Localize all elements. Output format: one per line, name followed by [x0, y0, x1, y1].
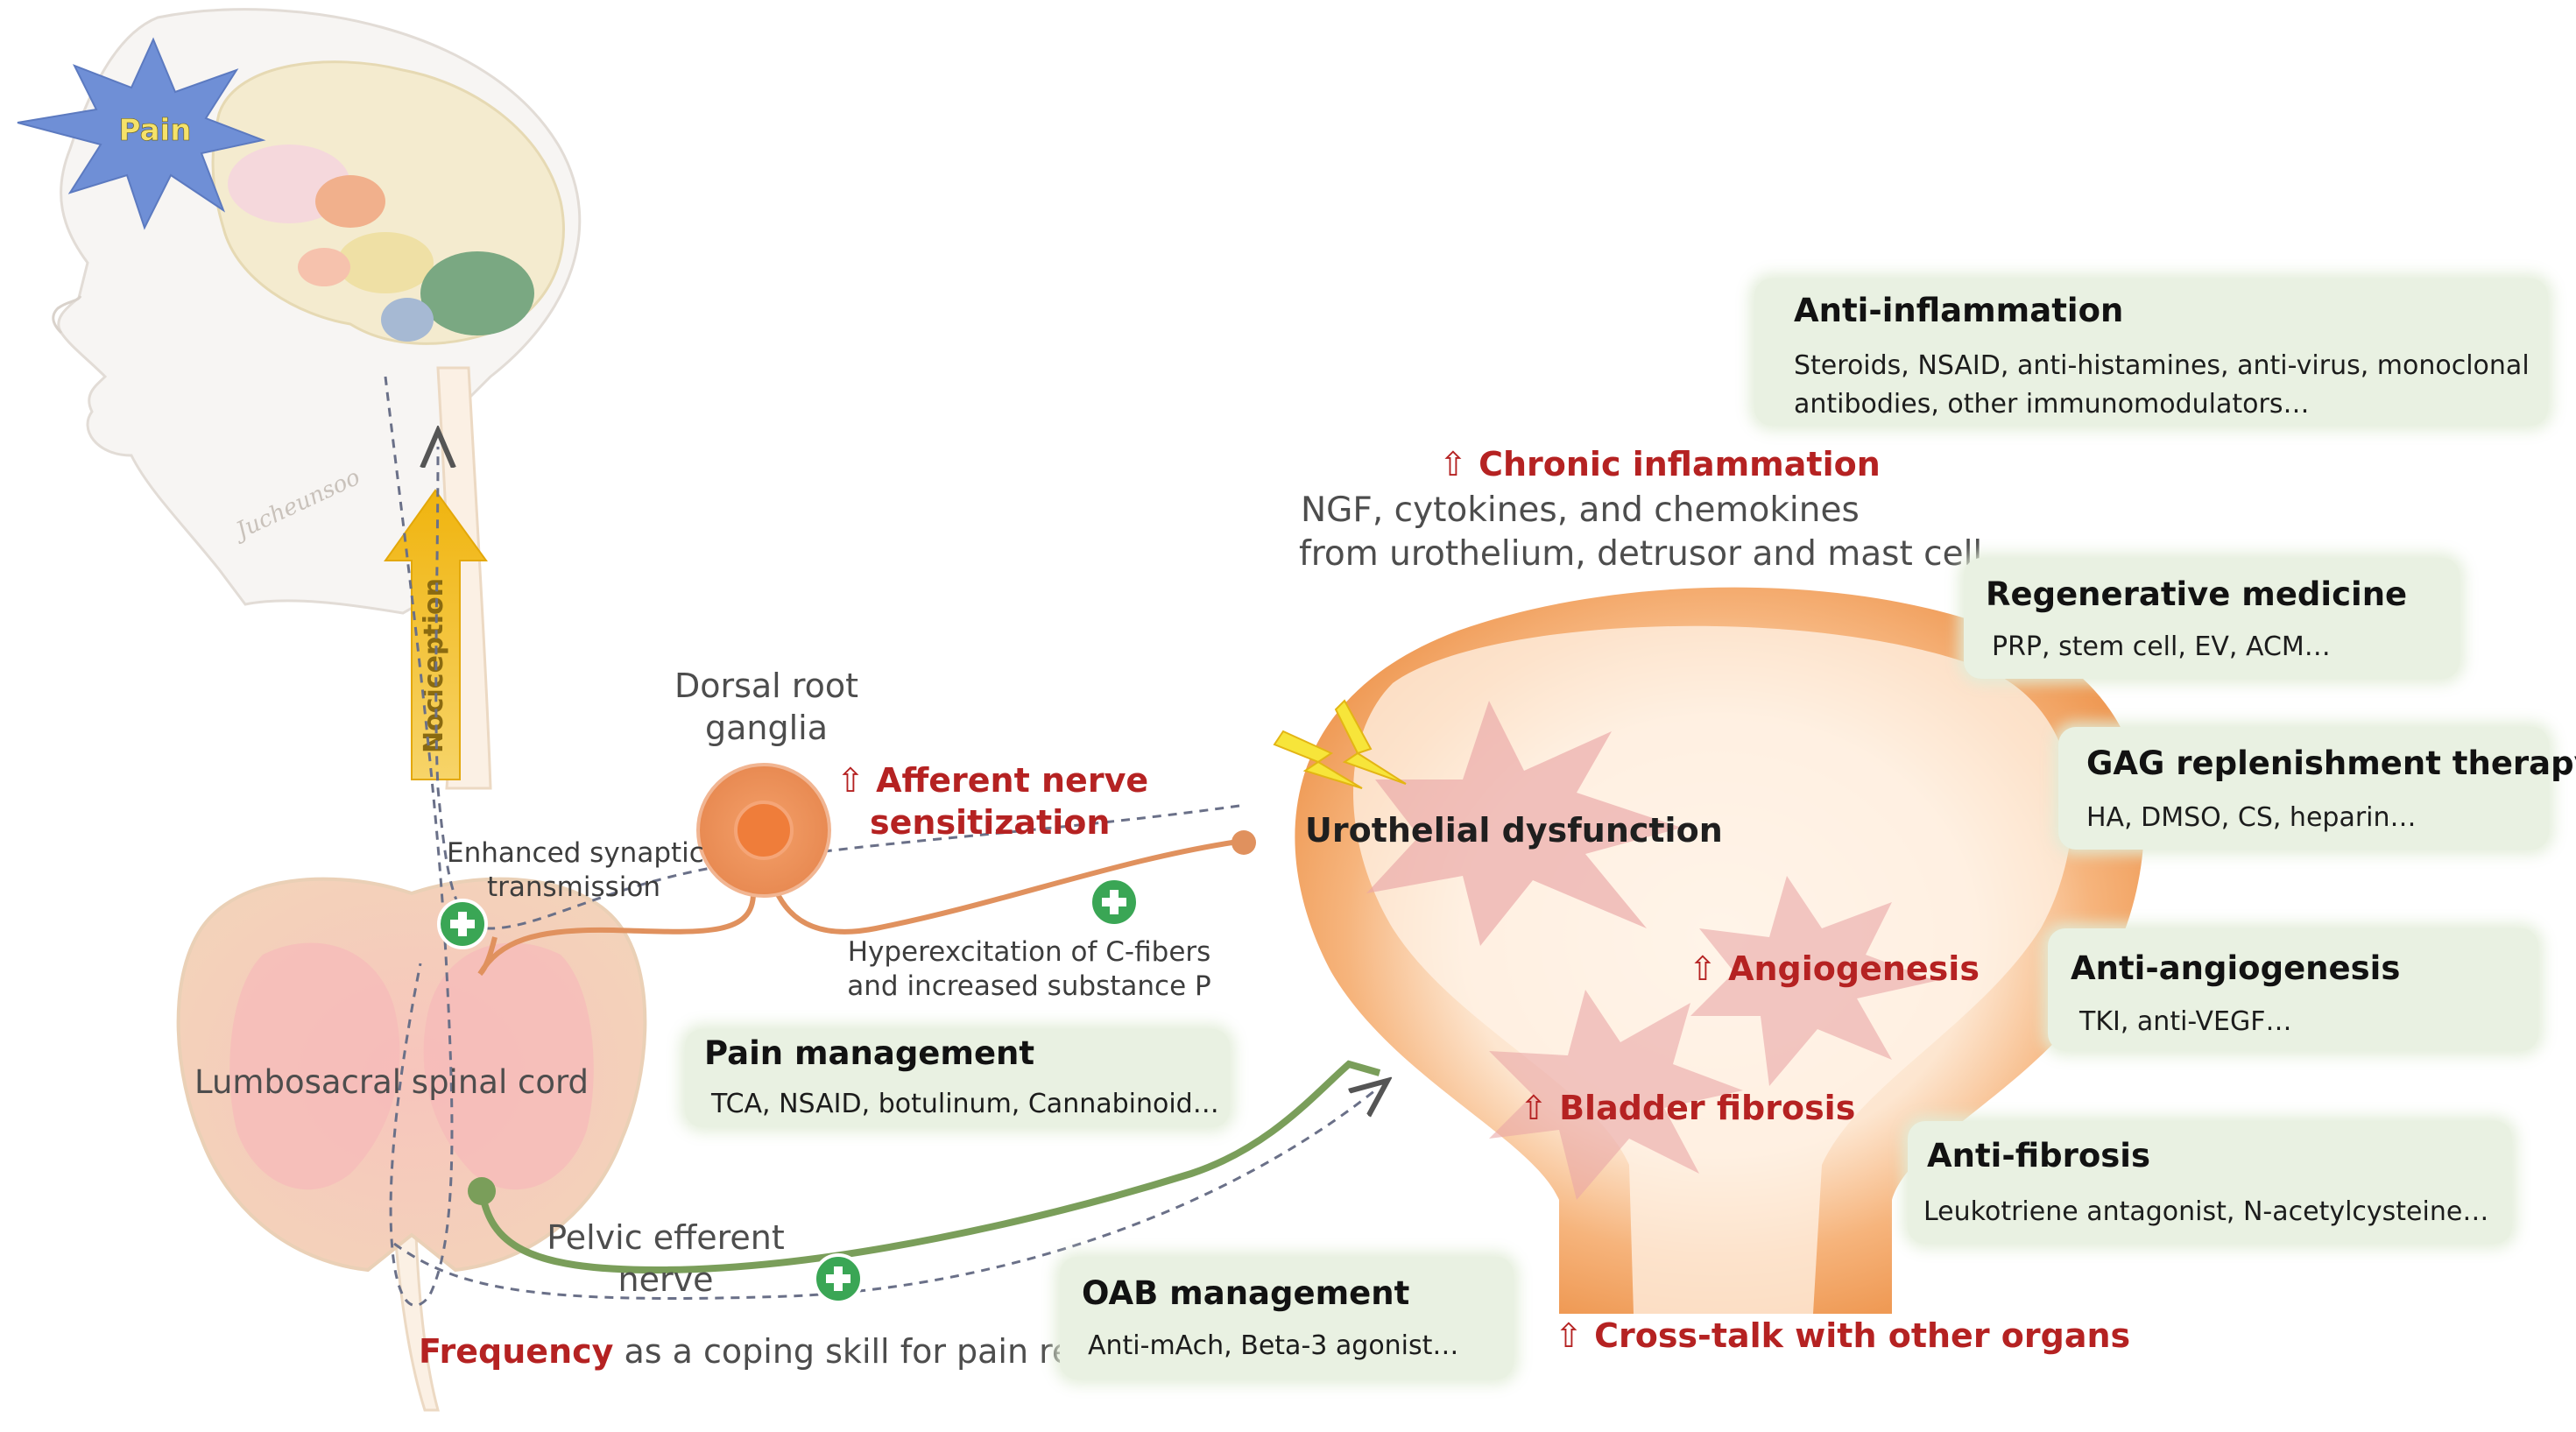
afferent-label-line2: sensitization — [870, 802, 1111, 842]
afferent-branch — [477, 936, 498, 977]
brain-pathway-dashed — [384, 376, 454, 1307]
enhanced-synaptic-label: Enhanced synaptic transmission — [447, 836, 704, 905]
fibrosis-star — [1489, 990, 1743, 1200]
pelvic-label-line1: Pelvic efferent — [547, 1218, 785, 1257]
box-body: Steroids, NSAID, anti-histamines, anti-v… — [1794, 347, 2530, 423]
box-body: PRP, stem cell, EV, ACM… — [1992, 628, 2331, 667]
lightning-icon — [1334, 699, 1407, 785]
efferent-nerve-origin — [468, 1177, 496, 1205]
plus-icon — [813, 1253, 864, 1304]
ngf-label: NGF, cytokines, and chemokines from urot… — [1299, 489, 1982, 576]
enhanced-label-line2: transmission — [486, 871, 661, 903]
enhanced-label-line1: Enhanced synaptic — [447, 837, 704, 869]
frequency-bold: Frequency — [419, 1332, 614, 1371]
afferent-nerve-terminal — [1232, 830, 1256, 855]
box-body: TCA, NSAID, botulinum, Cannabinoid… — [711, 1085, 1219, 1124]
box-title: Pain management — [704, 1034, 1035, 1072]
up-arrow-icon: ⇧ — [1439, 445, 1467, 483]
gag-replenishment-box: GAG replenishment therapy HA, DMSO, CS, … — [2058, 727, 2576, 850]
bladder-fibrosis-label: ⇧ Bladder fibrosis — [1520, 1088, 1855, 1130]
box-line: PRP, stem cell, EV, ACM… — [1992, 631, 2331, 662]
box-line: Leukotriene antagonist, N-acetylcysteine… — [1923, 1196, 2489, 1227]
pain-label: Pain — [119, 113, 192, 148]
box-title: Anti-fibrosis — [1927, 1137, 2151, 1175]
drg-label-line1: Dorsal root — [674, 667, 859, 705]
hyperexcitation-line2: and increased substance P — [847, 970, 1211, 1002]
afferent-label-text1: Afferent nerve — [876, 761, 1149, 800]
box-line: Steroids, NSAID, anti-histamines, anti-v… — [1794, 350, 2530, 381]
hyperexcitation-label: Hyperexcitation of C-fibers and increase… — [836, 935, 1222, 1004]
spinal-cord-label: Lumbosacral spinal cord — [194, 1063, 589, 1101]
box-body: Leukotriene antagonist, N-acetylcysteine… — [1923, 1193, 2488, 1231]
up-arrow-icon: ⇧ — [1555, 1316, 1583, 1355]
sensory-pathway-dashed — [436, 447, 1240, 930]
up-arrow-icon: ⇧ — [1689, 949, 1717, 988]
crosstalk-text: Cross-talk with other organs — [1594, 1316, 2131, 1355]
pain-management-box: Pain management TCA, NSAID, botulinum, C… — [685, 1029, 1230, 1127]
box-title: GAG replenishment therapy — [2086, 744, 2576, 782]
ngf-line1: NGF, cytokines, and chemokines — [1301, 490, 1860, 530]
angiogenesis-text: Angiogenesis — [1728, 949, 1980, 988]
pelvic-label-line2: nerve — [618, 1259, 714, 1299]
anti-fibrosis-box: Anti-fibrosis Leukotriene antagonist, N-… — [1908, 1121, 2512, 1244]
up-arrow-icon: ⇧ — [1520, 1089, 1548, 1127]
pain-star-icon — [17, 37, 266, 230]
chronic-inflammation-text: Chronic inflammation — [1479, 445, 1881, 483]
box-line: TKI, anti-VEGF… — [2079, 1006, 2292, 1037]
fibrosis-text: Bladder fibrosis — [1559, 1089, 1856, 1127]
box-body: HA, DMSO, CS, heparin… — [2086, 799, 2417, 837]
afferent-label-line1: ⇧ Afferent nerve — [836, 760, 1148, 802]
box-line: TCA, NSAID, botulinum, Cannabinoid… — [711, 1089, 1219, 1119]
box-title: OAB management — [1082, 1274, 1410, 1312]
box-line: Anti-mAch, Beta-3 agonist… — [1088, 1330, 1459, 1361]
drg-label: Dorsal root ganglia — [661, 666, 872, 749]
box-title: Anti-inflammation — [1794, 292, 2124, 329]
frequency-label: Frequency as a coping skill for pain rel… — [419, 1331, 1123, 1373]
box-title: Anti-angiogenesis — [2071, 949, 2401, 987]
brain — [211, 60, 565, 345]
dorsal-root-ganglion — [696, 763, 831, 898]
hyperexcitation-line1: Hyperexcitation of C-fibers — [847, 936, 1211, 968]
anti-angiogenesis-box: Anti-angiogenesis TKI, anti-VEGF… — [2048, 928, 2538, 1051]
urothelial-dysfunction-star — [1366, 701, 1682, 946]
box-body: TKI, anti-VEGF… — [2079, 1003, 2291, 1041]
crosstalk-label: ⇧ Cross-talk with other organs — [1555, 1316, 2130, 1358]
frequency-rest: as a coping skill for pain relief — [613, 1332, 1124, 1371]
box-title: Regenerative medicine — [1986, 575, 2408, 613]
efferent-nerve — [478, 1060, 1381, 1274]
afferent-label: ⇧ Afferent nerve sensitization — [836, 760, 1148, 843]
nociception-label: Nociception — [419, 578, 449, 753]
box-body: Anti-mAch, Beta-3 agonist… — [1088, 1327, 1458, 1365]
lightning-icon — [1273, 730, 1363, 789]
plus-icon — [437, 899, 488, 949]
ngf-line2: from urothelium, detrusor and mast cell — [1299, 533, 1983, 574]
up-arrow-icon: ⇧ — [836, 761, 865, 800]
chronic-inflammation-label: ⇧ Chronic inflammation — [1439, 444, 1881, 486]
angiogenesis-star — [1690, 876, 1936, 1086]
urothelial-dysfunction-label: Urothelial dysfunction — [1305, 811, 1723, 850]
box-line: HA, DMSO, CS, heparin… — [2086, 802, 2417, 833]
regenerative-medicine-box: Regenerative medicine PRP, stem cell, EV… — [1964, 558, 2460, 679]
pelvic-efferent-label: Pelvic efferent nerve — [543, 1217, 788, 1301]
oab-management-box: OAB management Anti-mAch, Beta-3 agonist… — [1060, 1257, 1514, 1379]
drg-label-line2: ganglia — [704, 708, 828, 747]
plus-icon — [1089, 877, 1140, 928]
anti-inflammation-box: Anti-inflammation Steroids, NSAID, anti-… — [1754, 279, 2548, 426]
box-line: antibodies, other immunomodulators… — [1794, 388, 2310, 420]
spinal-cord-cross-section — [176, 877, 647, 1273]
angiogenesis-label: ⇧ Angiogenesis — [1689, 949, 1980, 991]
